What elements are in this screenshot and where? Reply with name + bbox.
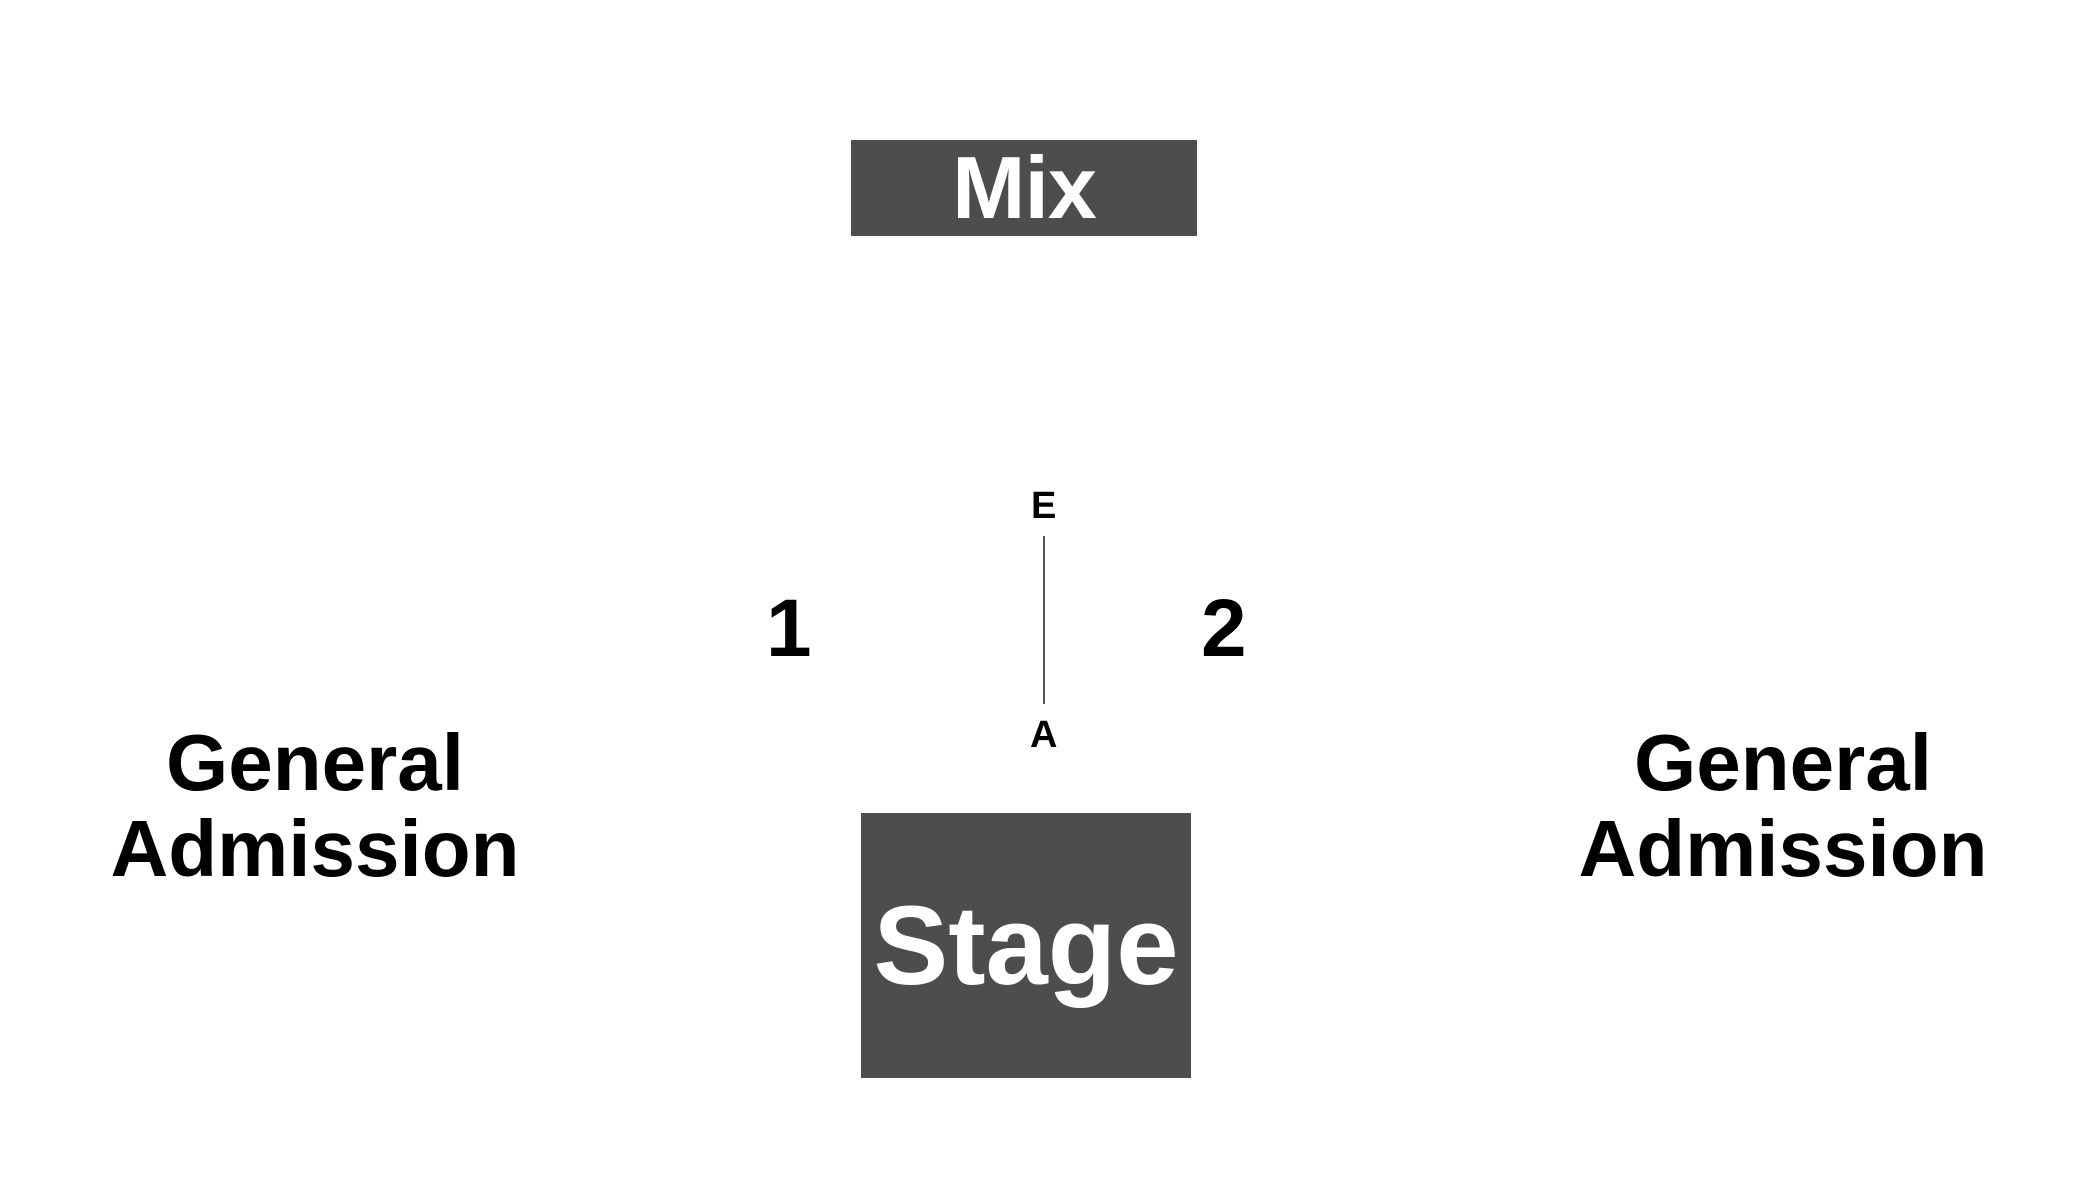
section-1-label[interactable]: 1 <box>766 583 812 674</box>
general-admission-left[interactable]: General Admission <box>75 720 555 892</box>
mix-label: Mix <box>952 138 1097 237</box>
row-divider-line <box>1043 536 1045 704</box>
general-admission-right[interactable]: General Admission <box>1543 720 2023 892</box>
row-label-top: E <box>1031 485 1057 527</box>
ga-left-line1: General <box>166 718 464 807</box>
ga-right-line2: Admission <box>1578 804 1988 893</box>
ga-right-line1: General <box>1634 718 1932 807</box>
section-2-label[interactable]: 2 <box>1201 583 1247 674</box>
ga-left-line2: Admission <box>110 804 520 893</box>
stage-area: Stage <box>861 813 1191 1078</box>
mix-area[interactable]: Mix <box>851 138 1197 237</box>
stage-label: Stage <box>873 883 1179 1008</box>
row-label-bottom: A <box>1030 714 1058 756</box>
